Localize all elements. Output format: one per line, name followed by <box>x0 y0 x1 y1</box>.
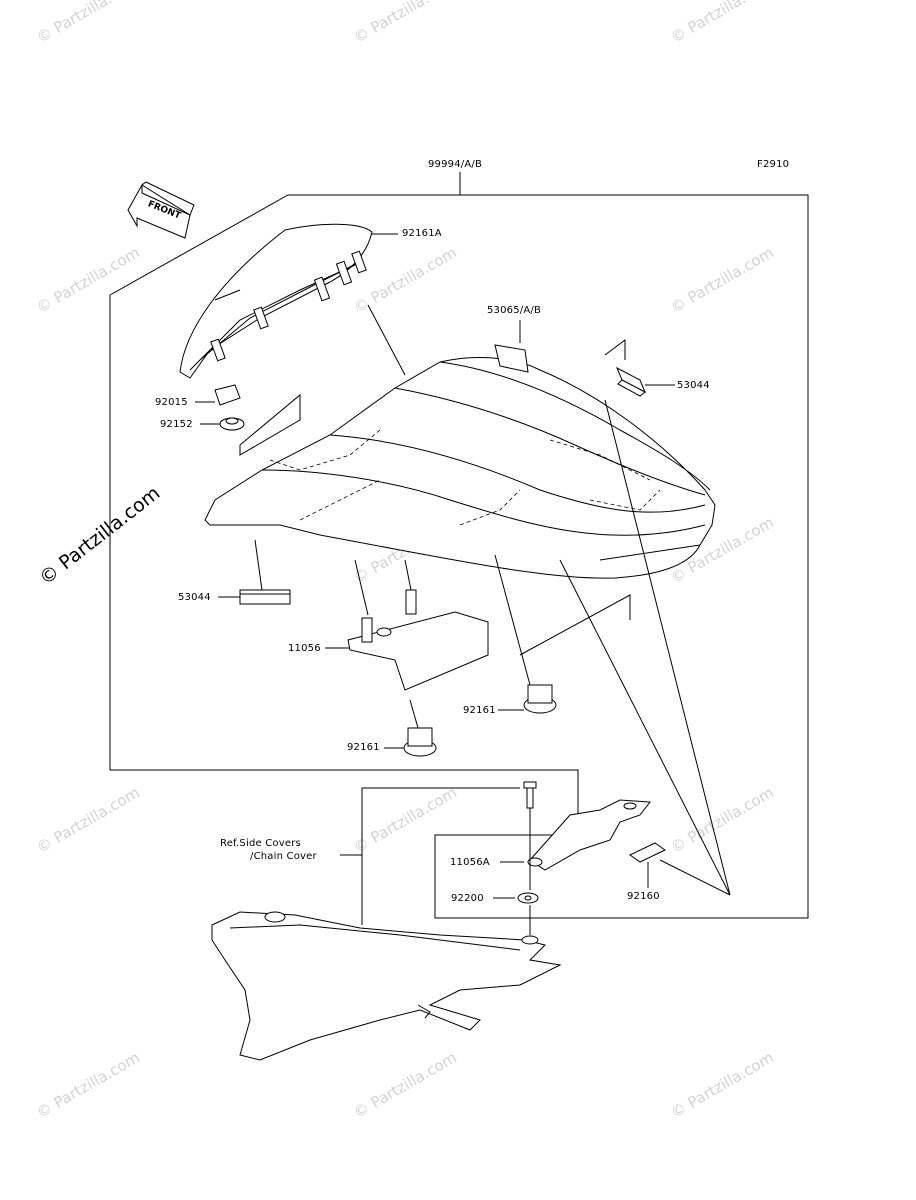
figure-code: F2910 <box>757 159 790 170</box>
grommet-92161-right <box>523 684 557 714</box>
callout-53065: 53065/A/B <box>487 305 542 316</box>
callout-11056: 11056 <box>288 643 321 654</box>
callout-53044-left: 53044 <box>178 592 211 603</box>
damper-right <box>616 366 646 397</box>
callout-92161a: 92161A <box>402 228 442 239</box>
callout-92152: 92152 <box>160 419 193 430</box>
reference-note-line2: /Chain Cover <box>250 851 317 862</box>
callout-92200: 92200 <box>451 893 484 904</box>
damper-left <box>239 589 291 605</box>
callout-92161-left: 92161 <box>347 742 380 753</box>
washer-92200 <box>517 892 539 904</box>
callout-92160: 92160 <box>627 891 660 902</box>
stay-bracket <box>527 799 651 871</box>
pad-92160 <box>629 842 666 863</box>
callout-11056a: 11056A <box>450 857 490 868</box>
callout-53044-right: 53044 <box>677 380 710 391</box>
nut-92015 <box>214 384 241 406</box>
side-cover-reference <box>211 911 562 1061</box>
collar-92152 <box>219 417 245 431</box>
bracket-11056 <box>347 589 489 691</box>
assembly-label: 99994/A/B <box>428 159 483 170</box>
callout-92015: 92015 <box>155 397 188 408</box>
clip-53065 <box>494 344 529 373</box>
callout-92161-right: 92161 <box>463 705 496 716</box>
assembly-frame <box>109 194 809 919</box>
seat-cowl <box>204 357 716 579</box>
seat-cowl-pad <box>179 223 373 379</box>
bolt-11056A <box>523 781 537 809</box>
reference-note-line1: Ref.Side Covers <box>220 838 301 849</box>
grommet-92161-left <box>403 727 437 757</box>
front-arrow-icon: FRONT <box>127 181 195 239</box>
